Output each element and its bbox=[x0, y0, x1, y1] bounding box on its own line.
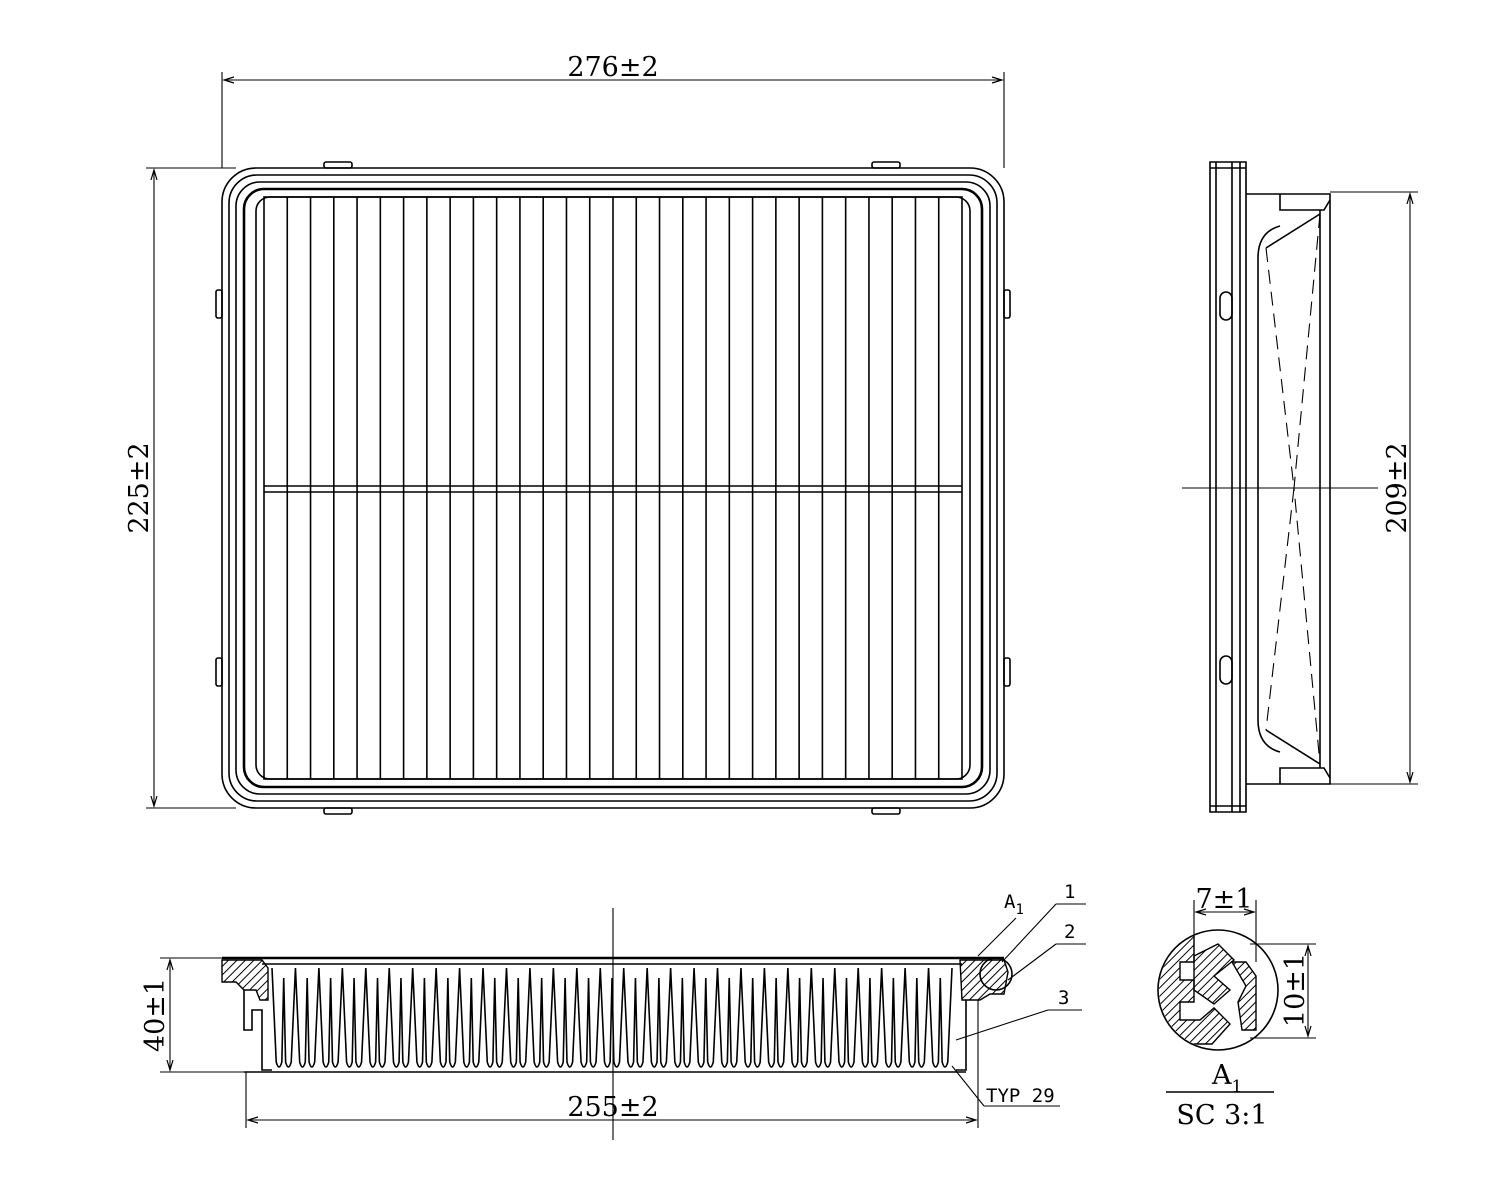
pleat-profile bbox=[271, 967, 953, 1068]
latch bbox=[1219, 655, 1233, 685]
detail-ref-label: A1 bbox=[1004, 891, 1024, 918]
section-view: 40±1 255±2 A1 1 2 3 TYP 29 bbox=[140, 881, 1086, 1140]
pleat-count-note: TYP 29 bbox=[986, 1085, 1055, 1107]
frame-rim bbox=[235, 181, 991, 795]
side-height-dimension-label: 209±2 bbox=[1382, 442, 1413, 533]
base-dimension-label: 255±2 bbox=[567, 1092, 658, 1123]
section-height-dimension-label: 40±1 bbox=[140, 978, 171, 1052]
detail-scale-label: SC 3:1 bbox=[1176, 1100, 1267, 1131]
pleat-lines bbox=[286, 197, 940, 779]
detail-view: 7±1 10±1 A1 SC 3:1 bbox=[1157, 884, 1316, 1131]
pleat-pack-edge bbox=[1257, 225, 1281, 753]
tab bbox=[323, 807, 353, 815]
right-flange bbox=[959, 959, 1009, 1001]
detail-seal-profile bbox=[1193, 943, 1236, 1005]
gasket bbox=[242, 187, 984, 789]
height-dimension-label: 225±2 bbox=[124, 442, 155, 533]
side-frame bbox=[1209, 161, 1247, 813]
tab bbox=[1003, 289, 1011, 319]
callout-2: 2 bbox=[1064, 921, 1075, 943]
detail-label-sub: 1 bbox=[1232, 1077, 1243, 1097]
frame-outer bbox=[221, 167, 1005, 809]
pleat-hidden-line bbox=[1265, 247, 1295, 731]
leader-line bbox=[977, 917, 1017, 957]
leader-line bbox=[1001, 903, 1057, 963]
side-view: 209±2 bbox=[1182, 161, 1418, 813]
frame-rim bbox=[228, 174, 998, 802]
left-wall bbox=[243, 990, 272, 1071]
pleat-edge bbox=[1265, 729, 1321, 765]
detail-height-dimension-label: 10±1 bbox=[1280, 953, 1311, 1027]
top-view: 276±2 225±2 bbox=[124, 52, 1011, 815]
right-wall bbox=[956, 1000, 967, 1071]
pleat-edge bbox=[1265, 213, 1321, 249]
pleat-pack-top bbox=[1279, 194, 1331, 211]
width-dimension-label: 276±2 bbox=[567, 52, 658, 83]
leader-line bbox=[955, 1009, 1049, 1041]
tab bbox=[215, 289, 223, 319]
pleat-hidden-line bbox=[1293, 213, 1321, 765]
callout-1: 1 bbox=[1064, 881, 1075, 903]
detail-rim-profile bbox=[1230, 961, 1257, 1031]
detail-label-letter: A bbox=[1211, 1060, 1232, 1091]
left-flange bbox=[221, 959, 269, 1001]
detail-circle bbox=[1157, 929, 1279, 1051]
leader-line bbox=[1007, 943, 1057, 981]
tab bbox=[1003, 657, 1011, 687]
tab bbox=[871, 807, 901, 815]
pleat-pack-bottom bbox=[1279, 767, 1331, 784]
tab bbox=[871, 161, 901, 169]
detail-ref-letter: A bbox=[1004, 891, 1016, 913]
tab bbox=[323, 161, 353, 169]
latch bbox=[1219, 291, 1233, 321]
callout-3: 3 bbox=[1058, 987, 1069, 1009]
detail-label: A1 bbox=[1211, 1060, 1242, 1097]
leader-line bbox=[951, 1065, 985, 1107]
side-frame-line bbox=[1210, 167, 1246, 807]
detail-ref-sub: 1 bbox=[1015, 902, 1023, 918]
detail-circle-A1 bbox=[979, 957, 1013, 991]
detail-width-dimension-label: 7±1 bbox=[1196, 884, 1253, 915]
pleat-pack-outline bbox=[1246, 193, 1331, 785]
tab bbox=[215, 657, 223, 687]
